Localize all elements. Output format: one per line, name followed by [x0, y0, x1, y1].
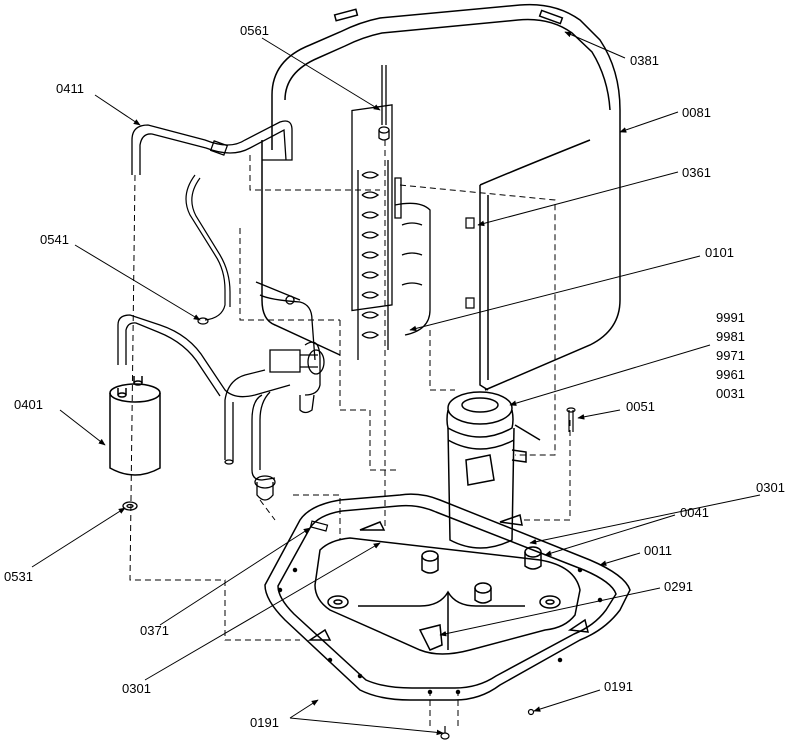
- label-9961: 9961: [716, 367, 745, 382]
- label-0541: 0541: [40, 232, 69, 247]
- leader-lines: [31, 31, 761, 736]
- liquid-line-tube: [132, 121, 292, 175]
- label-0301-left: 0301: [122, 681, 151, 696]
- label-0051: 0051: [626, 399, 655, 414]
- label-0081: 0081: [682, 105, 711, 120]
- accumulator: [110, 376, 160, 475]
- label-0011: 0011: [644, 543, 672, 558]
- bolt-0051: [567, 408, 575, 432]
- assembly-guide-lines: [129, 140, 571, 730]
- label-0411: 0411: [56, 81, 84, 96]
- bracket-0371: [310, 521, 327, 531]
- screw-0191-left: [441, 726, 449, 739]
- label-0561: 0561: [240, 23, 269, 38]
- label-0031: 0031: [716, 386, 745, 401]
- screw-0191-right: [529, 710, 534, 715]
- label-0371: 0371: [140, 623, 169, 638]
- clip-0361: [466, 218, 474, 308]
- label-0291: 0291: [664, 579, 693, 594]
- condenser-coil: [352, 105, 430, 360]
- label-0361: 0361: [682, 165, 711, 180]
- suction-tube-assembly: [118, 282, 324, 500]
- label-0401: 0401: [14, 397, 43, 412]
- label-9981: 9981: [716, 329, 745, 344]
- grommet-0531: [123, 502, 137, 510]
- label-0191-right: 0191: [604, 679, 633, 694]
- rod-0561: [379, 65, 389, 140]
- label-0381: 0381: [630, 53, 659, 68]
- label-0301-right: 0301: [756, 480, 785, 495]
- label-9991: 9991: [716, 310, 745, 325]
- cabinet-wrapper: [262, 5, 620, 390]
- label-0041: 0041: [680, 505, 709, 520]
- base-pan: [265, 494, 630, 700]
- capillary-tube: [186, 175, 230, 324]
- label-0191-left: 0191: [250, 715, 279, 730]
- label-0531: 0531: [4, 569, 33, 584]
- label-9971: 9971: [716, 348, 745, 363]
- compressor: [447, 392, 540, 548]
- label-0101: 0101: [705, 245, 734, 260]
